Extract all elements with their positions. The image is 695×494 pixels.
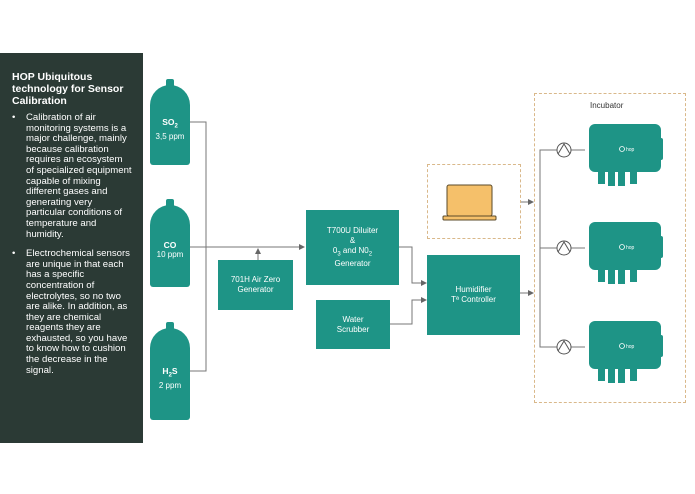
air-zero-generator-box: 701H Air Zero Generator [218, 260, 293, 310]
gas-concentration: 3,5 ppm [155, 131, 185, 141]
gas-concentration: 2 ppm [158, 380, 182, 390]
panel-title: HOP Ubiquitous technology for Sensor Cal… [12, 71, 124, 107]
water-scrubber-box: Water Scrubber [316, 300, 390, 349]
device-logo: hop [626, 245, 635, 251]
gas-name: SO [162, 117, 175, 127]
sensor-device-icon [589, 222, 663, 284]
sensor-device-icon [589, 321, 663, 383]
gas-cylinder-so2: SO2 3,5 ppm [150, 79, 190, 165]
laptop-icon [442, 184, 497, 221]
gas-concentration: 10 ppm [156, 250, 184, 259]
device-logo: hop [626, 344, 635, 350]
description-panel: HOP Ubiquitous technology for Sensor Cal… [0, 53, 143, 443]
gas-cylinder-h2s: H2S 2 ppm [150, 322, 190, 420]
gas-name: H [162, 366, 169, 376]
gas-cylinder-co: CO 10 ppm [150, 199, 190, 287]
pump-icon [556, 142, 572, 158]
pump-icon [556, 240, 572, 256]
bullet-item: Electrochemical sensors are unique in th… [12, 248, 133, 376]
sensor-device-icon [589, 124, 663, 186]
humidifier-controller-box: Humidifier Tª Controller [427, 255, 520, 335]
bullet-item: Calibration of air monitoring systems is… [12, 112, 133, 240]
incubator-label: Incubator [590, 101, 624, 110]
pump-icon [556, 339, 572, 355]
gas-name: CO [163, 240, 177, 250]
computer-frame [427, 164, 521, 239]
incubator-frame [534, 93, 686, 403]
device-logo: hop [626, 147, 635, 153]
bullet-list: Calibration of air monitoring systems is… [12, 112, 133, 376]
diluter-generator-box: T700U Diluiter & 03 and N02 Generator [306, 210, 399, 285]
